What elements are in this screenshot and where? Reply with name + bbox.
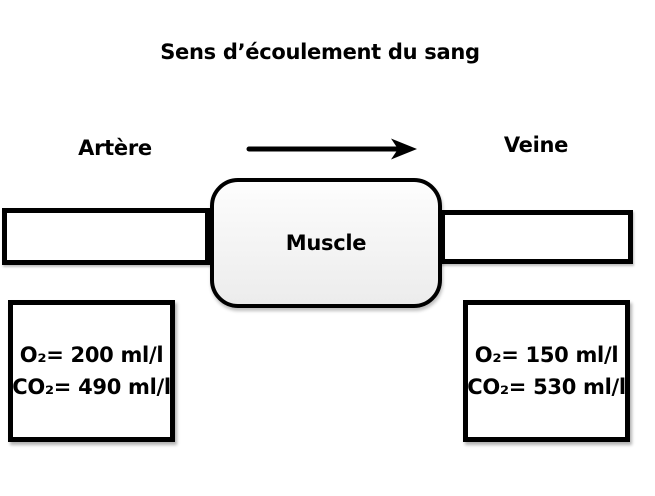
vein-o2-value: O₂= 150 ml/l	[474, 342, 619, 367]
diagram-title: Sens d’écoulement du sang	[160, 40, 480, 64]
muscle-node: Muscle	[210, 178, 442, 308]
vein-values-box: O₂= 150 ml/l CO₂= 530 ml/l	[463, 300, 630, 442]
artery-co2-value: CO₂= 490 ml/l	[12, 375, 171, 399]
artery-o2-value: O₂= 200 ml/l	[19, 342, 164, 367]
vein-vessel-tube	[440, 210, 633, 264]
right-arrow-icon	[246, 138, 417, 160]
artery-label: Artère	[78, 136, 152, 160]
artery-values-box: O₂= 200 ml/l CO₂= 490 ml/l	[8, 300, 175, 442]
vein-label: Veine	[503, 133, 569, 157]
artery-vessel-tube	[2, 208, 210, 265]
vein-co2-value: CO₂= 530 ml/l	[467, 375, 626, 399]
muscle-label: Muscle	[285, 231, 367, 255]
